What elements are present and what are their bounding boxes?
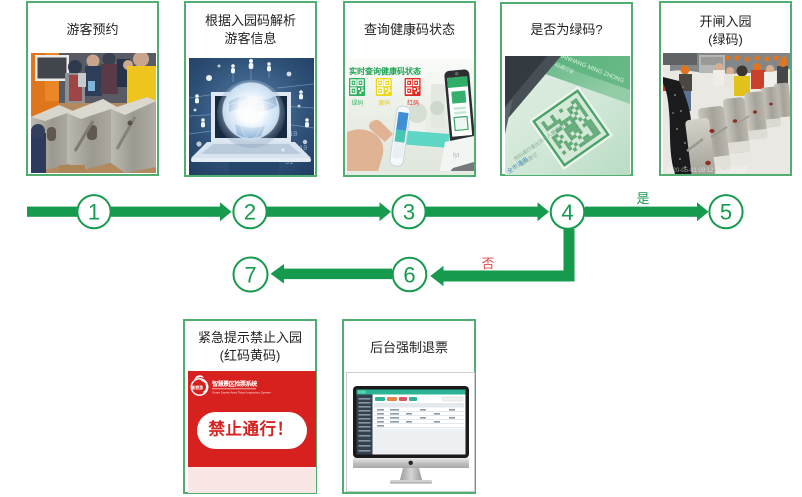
svg-text:禁止通行！: 禁止通行！ xyxy=(209,419,294,439)
svg-text:Smart Scenic Area Ticket Inspe: Smart Scenic Area Ticket Inspection Syst… xyxy=(212,391,271,395)
svg-text:2: 2 xyxy=(244,200,256,225)
svg-text:2020-05-01 09:12:33 入园通道: 2020-05-01 09:12:33 入园通道 xyxy=(666,166,747,174)
svg-text:红码: 红码 xyxy=(407,99,419,107)
svg-text:10: 10 xyxy=(289,131,297,139)
svg-text:10: 10 xyxy=(299,145,307,153)
svg-text:是: 是 xyxy=(636,191,649,206)
svg-text:1: 1 xyxy=(88,200,100,225)
svg-text:实时查询健康码状态: 实时查询健康码状态 xyxy=(349,66,421,76)
svg-text:fyt: fyt xyxy=(453,153,460,159)
svg-text:4: 4 xyxy=(561,200,573,225)
svg-text:智慧景区检票系统: 智慧景区检票系统 xyxy=(211,380,258,388)
svg-text:黄码: 黄码 xyxy=(378,99,390,107)
svg-text:否: 否 xyxy=(481,256,494,271)
svg-text:7: 7 xyxy=(244,263,256,288)
svg-text:新旅游: 新旅游 xyxy=(192,385,204,390)
svg-text:3: 3 xyxy=(403,200,415,225)
svg-text:绿码: 绿码 xyxy=(352,99,364,107)
svg-text:5: 5 xyxy=(720,200,732,225)
svg-text:6: 6 xyxy=(403,263,415,288)
svg-text:01: 01 xyxy=(285,159,293,167)
